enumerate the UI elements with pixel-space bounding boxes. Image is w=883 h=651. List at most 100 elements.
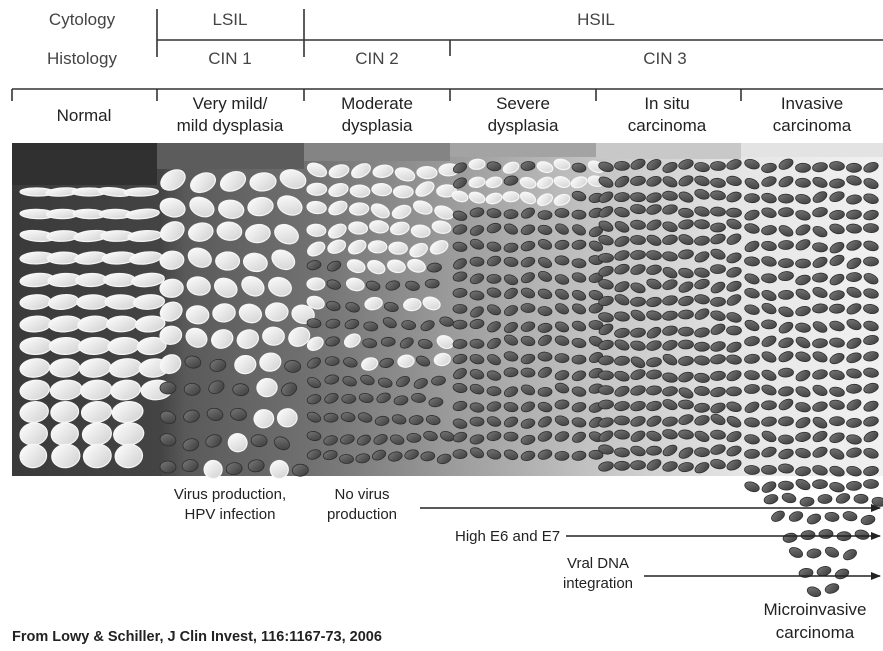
stage-moderate-line1: Moderate <box>341 94 413 113</box>
cell-invasive <box>846 481 861 491</box>
cell-insitu <box>726 208 741 218</box>
top-band-invasive <box>741 143 883 157</box>
cell-normal <box>76 273 107 287</box>
cell-moderate <box>393 186 413 198</box>
cell-mild <box>204 460 222 478</box>
cin2-label: CIN 2 <box>355 49 398 68</box>
cell-moderate <box>425 279 439 288</box>
annotations: Virus production, HPV infection No virus… <box>174 486 880 642</box>
cell-invasive <box>863 257 878 266</box>
cell-invasive <box>863 479 878 488</box>
cell-invasive <box>778 368 793 378</box>
cell-microinvasive <box>763 493 779 505</box>
cell-mild <box>262 327 284 346</box>
cell-invasive <box>778 194 793 203</box>
cell-moderate <box>324 413 338 422</box>
cell-microinvasive <box>806 585 822 598</box>
cell-moderate <box>342 394 356 403</box>
cell-invasive <box>760 480 777 495</box>
stage-severe-line1: Severe <box>496 94 550 113</box>
cell-microinvasive <box>854 529 870 541</box>
stage-severe-line2: dysplasia <box>488 116 559 135</box>
cell-severe <box>470 257 484 267</box>
cell-severe <box>504 210 518 219</box>
no-virus-line2: production <box>327 506 397 523</box>
top-band-severe <box>450 143 596 157</box>
cell-insitu <box>646 446 661 456</box>
viral-dna-line1: Vral DNA <box>567 555 629 572</box>
histology-row-label: Histology <box>47 49 117 68</box>
cytology-row-label: Cytology <box>49 10 116 29</box>
cell-severe <box>453 320 467 329</box>
cell-insitu <box>726 326 741 335</box>
cell-microinvasive <box>806 512 822 526</box>
cell-invasive <box>795 259 810 268</box>
cell-moderate <box>307 183 327 195</box>
cell-moderate <box>325 357 339 366</box>
cell-normal <box>104 273 136 286</box>
cell-insitu <box>694 342 709 351</box>
cell-severe <box>555 353 569 363</box>
cell-invasive <box>743 480 760 493</box>
cell-mild <box>216 252 240 270</box>
cin1-label: CIN 1 <box>208 49 251 68</box>
cell-insitu <box>598 371 613 380</box>
cell-invasive <box>778 207 793 217</box>
cell-insitu <box>614 161 629 170</box>
cell-invasive <box>778 240 793 250</box>
cell-severe <box>470 417 484 427</box>
cell-microinvasive <box>801 530 816 540</box>
cell-moderate <box>417 166 437 179</box>
cell-insitu <box>678 340 693 349</box>
cell-normal <box>20 337 52 355</box>
cell-severe <box>453 304 467 313</box>
stage-insitu-line2: carcinoma <box>628 116 707 135</box>
cell-insitu <box>598 253 613 262</box>
cell-microinvasive <box>871 496 883 507</box>
cell-invasive <box>744 194 759 203</box>
top-band-insitu <box>596 143 741 159</box>
cell-insitu <box>726 387 741 396</box>
cell-moderate <box>407 433 421 443</box>
cell-invasive <box>794 477 811 492</box>
cell-microinvasive <box>854 494 868 503</box>
cell-severe <box>538 211 552 220</box>
cell-invasive <box>795 163 810 172</box>
no-virus-line1: No virus <box>334 486 389 503</box>
cell-insitu <box>710 161 725 170</box>
stage-invasive-line2: carcinoma <box>773 116 852 135</box>
cell-insitu <box>694 447 709 457</box>
top-band-mild <box>157 143 304 169</box>
microinvasive-line1: Microinvasive <box>764 600 867 619</box>
cell-microinvasive <box>782 532 797 543</box>
cell-insitu <box>614 416 629 425</box>
cell-microinvasive <box>781 492 797 504</box>
cell-microinvasive <box>834 567 850 580</box>
stage-headings: Normal Very mild/ mild dysplasia Moderat… <box>57 94 852 135</box>
cell-microinvasive <box>818 494 832 504</box>
cell-invasive <box>863 223 878 233</box>
top-band-moderate <box>304 143 450 161</box>
top-band-normal <box>12 143 157 185</box>
cell-invasive <box>829 481 846 493</box>
cell-insitu <box>614 461 629 470</box>
cell-invasive <box>829 417 844 426</box>
cell-severe <box>555 208 569 218</box>
cell-severe <box>504 432 518 441</box>
stage-moderate-line2: dysplasia <box>342 116 413 135</box>
cell-insitu <box>630 460 645 469</box>
viral-dna-line2: integration <box>563 575 633 592</box>
cell-normal <box>49 337 82 355</box>
cell-severe <box>487 274 501 283</box>
cell-mild <box>184 383 200 395</box>
cell-invasive <box>812 480 827 489</box>
cell-insitu <box>630 192 645 202</box>
cell-microinvasive <box>842 510 857 522</box>
lsil-label: LSIL <box>213 10 248 29</box>
cell-microinvasive <box>788 546 804 560</box>
cell-severe <box>504 368 518 378</box>
cell-microinvasive <box>824 545 840 559</box>
hsil-label: HSIL <box>577 10 615 29</box>
stage-invasive-line1: Invasive <box>781 94 843 113</box>
